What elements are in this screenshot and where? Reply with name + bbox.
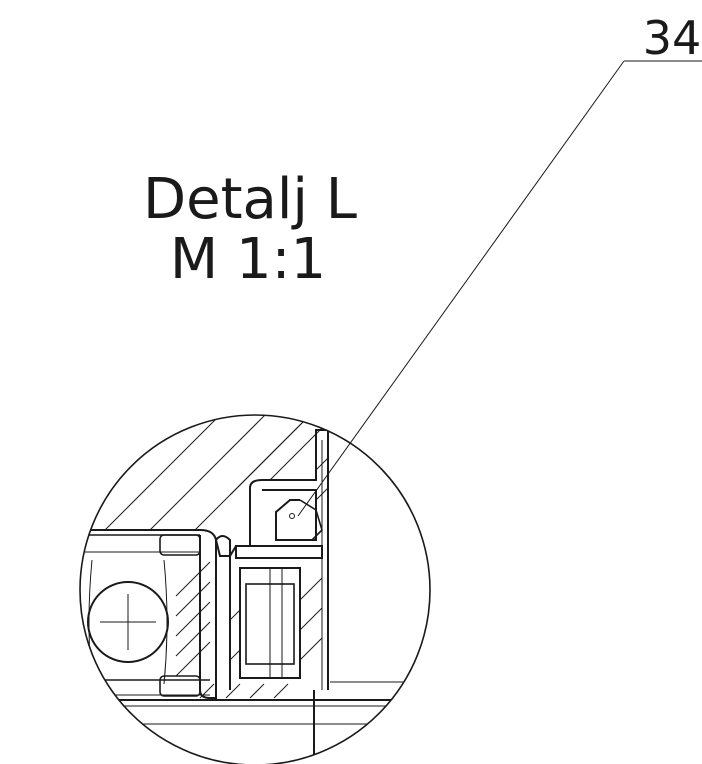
detail-contents (80, 415, 430, 764)
detail-boundary-circle (79, 414, 431, 764)
seal-hole (289, 513, 295, 519)
housing-outline (80, 429, 326, 557)
balloon-number: 34 (643, 11, 702, 65)
roller-hatching (229, 577, 323, 661)
bearing-ball (87, 581, 169, 663)
detail-scale: M 1:1 (170, 227, 326, 292)
spacer-outline (199, 535, 217, 699)
seal-hatching (315, 457, 329, 501)
bearing-inner-ring (159, 675, 201, 697)
ball-cage-right (163, 559, 168, 685)
seal-lip (299, 499, 323, 541)
bottom-hatching (199, 683, 289, 699)
spacer-outline-2 (215, 535, 231, 690)
balloon-leader-line (297, 60, 625, 517)
bearing-ring-hatching (175, 561, 211, 677)
seal-part-34 (262, 489, 317, 541)
detail-title: Detalj L (143, 167, 357, 232)
ball-cage-left (88, 559, 93, 685)
retaining-plate (235, 545, 323, 559)
